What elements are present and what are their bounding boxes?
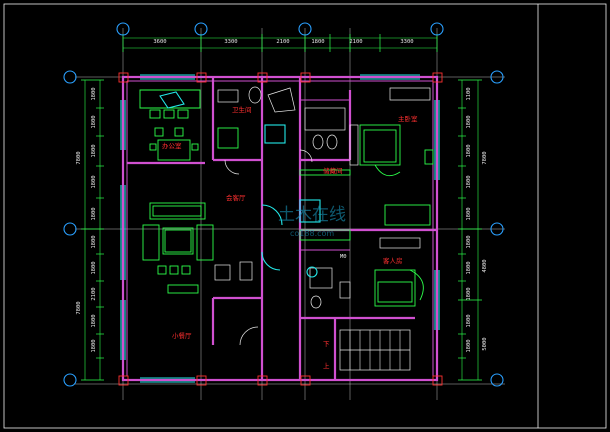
axis-bubble-right-3 bbox=[490, 373, 504, 387]
stair-label-down: 下 bbox=[323, 340, 330, 348]
drawing-frame bbox=[3, 3, 607, 429]
axis-bubble-left-3 bbox=[63, 373, 77, 387]
left-inner-dim-4: 1800 bbox=[91, 175, 97, 188]
right-inner-dim-4: 1800 bbox=[466, 175, 472, 188]
structural-columns bbox=[118, 72, 443, 386]
stair-label-up: 上 bbox=[323, 361, 330, 370]
top-dim-6: 3300 bbox=[400, 39, 413, 45]
left-inner-dim-7: 1800 bbox=[91, 261, 97, 274]
axis-bubble-top-4 bbox=[430, 22, 444, 36]
left-inner-dim-6: 1800 bbox=[91, 235, 97, 248]
right-dimension-chain: 7800 4800 5000 1100 1800 1800 1800 1800 … bbox=[458, 79, 488, 381]
room-label-office: 办公室 bbox=[162, 141, 182, 150]
left-outer-dim-2: 7800 bbox=[76, 301, 82, 314]
room-label-storage: 储藏间 bbox=[323, 166, 343, 175]
reception-furniture bbox=[142, 202, 253, 294]
right-inner-dim-1: 1100 bbox=[466, 87, 472, 100]
watermark-sub: co188.com bbox=[290, 229, 334, 238]
top-dim-3: 2100 bbox=[276, 39, 289, 45]
top-dim-5: 2100 bbox=[349, 39, 362, 45]
axis-bubble-top-1 bbox=[116, 22, 130, 36]
axis-bubble-left-1 bbox=[63, 70, 77, 84]
axis-bubble-right-2 bbox=[490, 222, 504, 236]
axis-bubble-top-2 bbox=[194, 22, 208, 36]
office-furniture bbox=[139, 89, 201, 161]
right-inner-dim-2: 1800 bbox=[466, 115, 472, 128]
room-label-reception: 会客厅 bbox=[226, 193, 246, 202]
windows bbox=[120, 74, 440, 383]
right-inner-dim-10: 1800 bbox=[466, 339, 472, 352]
right-inner-dim-5: 1800 bbox=[466, 207, 472, 220]
top-dimension-chain: 3600 3300 2100 1800 2100 3300 bbox=[122, 34, 438, 52]
room-label-small-dining: 小餐厅 bbox=[172, 331, 192, 340]
right-inner-dim-6: 1800 bbox=[466, 235, 472, 248]
guest-room-furniture bbox=[339, 204, 431, 307]
left-dimension-chain: 7800 7800 1800 1800 1800 1800 1800 1800 … bbox=[76, 79, 104, 381]
room-labels: 办公室 卫生间 会客厅 储藏间 主卧室 客人房 小餐厅 下 上 M0 bbox=[162, 105, 418, 370]
watermark: 土木在线 co188.com bbox=[278, 205, 346, 238]
right-inner-dim-9: 1800 bbox=[466, 314, 472, 327]
left-inner-dim-9: 1800 bbox=[91, 314, 97, 327]
room-label-master-bedroom: 主卧室 bbox=[398, 114, 418, 123]
top-dim-1: 3600 bbox=[153, 39, 166, 45]
left-outer-dim-1: 7800 bbox=[76, 151, 82, 164]
axis-bubble-top-3 bbox=[298, 22, 312, 36]
right-inner-dim-7: 1800 bbox=[466, 261, 472, 274]
watermark-main: 土木在线 bbox=[278, 205, 346, 225]
top-dim-4: 1800 bbox=[311, 39, 324, 45]
door-swings bbox=[224, 149, 313, 346]
right-outer-dim-3: 5000 bbox=[482, 337, 488, 350]
top-dim-2: 3300 bbox=[224, 39, 237, 45]
left-inner-dim-8: 2100 bbox=[91, 287, 97, 300]
staircase bbox=[339, 329, 411, 371]
left-inner-dim-3: 1800 bbox=[91, 144, 97, 157]
right-inner-dim-3: 1800 bbox=[466, 144, 472, 157]
door-tag: M0 bbox=[340, 254, 347, 260]
interior-walls bbox=[127, 77, 437, 380]
axis-bubble-right-1 bbox=[490, 70, 504, 84]
exterior-walls bbox=[121, 75, 439, 382]
left-inner-dim-10: 1800 bbox=[91, 339, 97, 352]
left-inner-dim-5: 1800 bbox=[91, 207, 97, 220]
axis-bubbles bbox=[63, 22, 504, 387]
room-label-restroom: 卫生间 bbox=[232, 105, 252, 114]
right-inner-dim-8: 1800 bbox=[466, 287, 472, 300]
room-label-guest-room: 客人房 bbox=[383, 256, 403, 265]
right-outer-dim-1: 7800 bbox=[482, 151, 488, 164]
right-outer-dim-2: 4800 bbox=[482, 259, 488, 272]
axis-bubble-left-2 bbox=[63, 222, 77, 236]
master-bedroom-furniture bbox=[349, 87, 434, 177]
right-service-fixtures bbox=[299, 107, 351, 309]
left-bathroom-fixtures bbox=[217, 86, 296, 149]
left-inner-dim-2: 1800 bbox=[91, 115, 97, 128]
left-inner-dim-1: 1800 bbox=[91, 87, 97, 100]
